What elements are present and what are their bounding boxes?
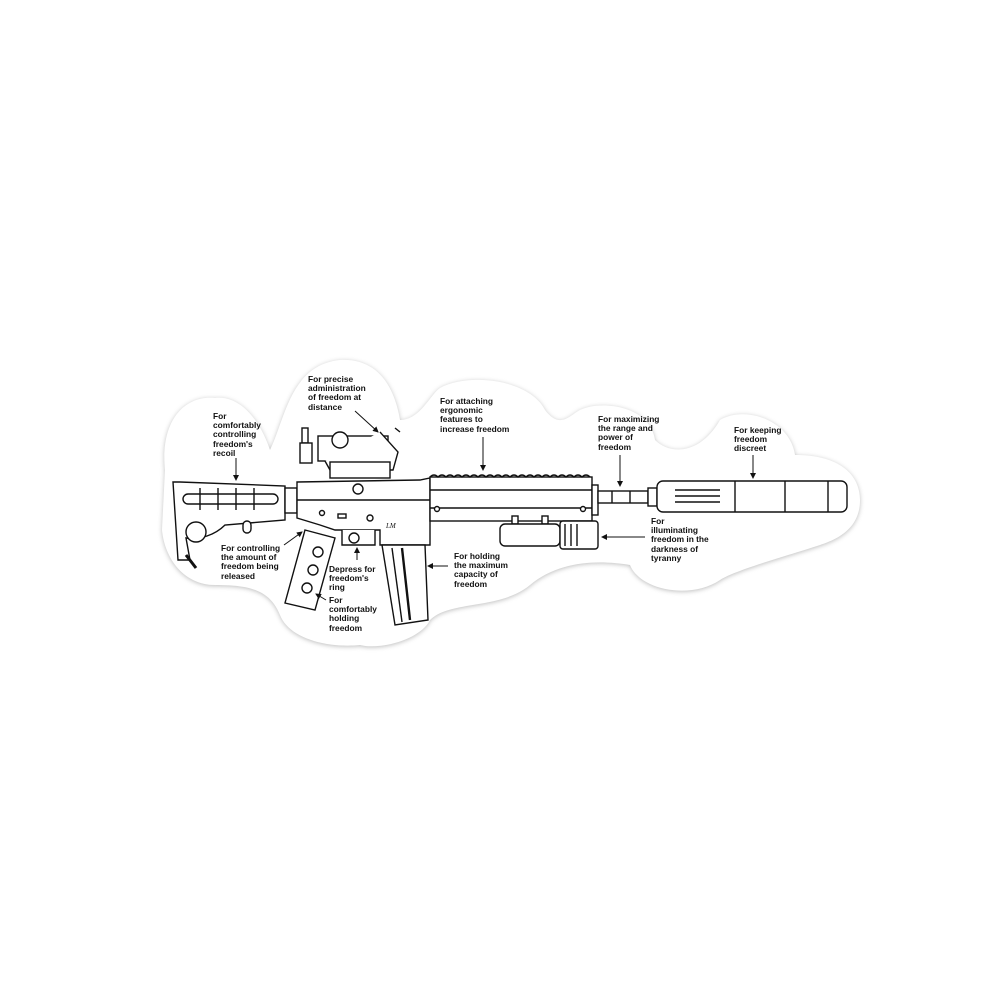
- label-flashlight: For illuminating freedom in the darkness…: [651, 516, 709, 563]
- rifle: LM: [172, 427, 848, 626]
- arrow-scope: [354, 410, 379, 433]
- label-magazine: For holding the maximum capacity of free…: [454, 551, 508, 589]
- flashlight: [499, 515, 599, 550]
- scope: [299, 427, 401, 479]
- receiver: LM: [284, 477, 431, 546]
- label-stock: For comfortably controlling freedom's re…: [213, 411, 261, 458]
- handguard: [429, 474, 599, 522]
- barrel: [597, 490, 649, 504]
- logo: LM: [385, 522, 397, 530]
- stock: [172, 481, 286, 569]
- arrow-mag-release: [283, 531, 303, 546]
- magazine: [381, 544, 429, 626]
- label-mag-release: For controlling the amount of freedom be…: [221, 543, 281, 581]
- arrow-grip: [315, 593, 327, 601]
- label-grip: For comfortably holding freedom: [329, 595, 377, 633]
- label-barrel: For maximizing the range and power of fr…: [598, 414, 660, 452]
- label-rail: For attaching ergonomic features to incr…: [440, 396, 510, 434]
- label-suppressor: For keeping freedom discreet: [734, 425, 782, 454]
- suppressor: [647, 480, 848, 513]
- label-scope: For precise administration of freedom at…: [308, 374, 366, 412]
- label-trigger: Depress for freedom's ring: [329, 564, 376, 593]
